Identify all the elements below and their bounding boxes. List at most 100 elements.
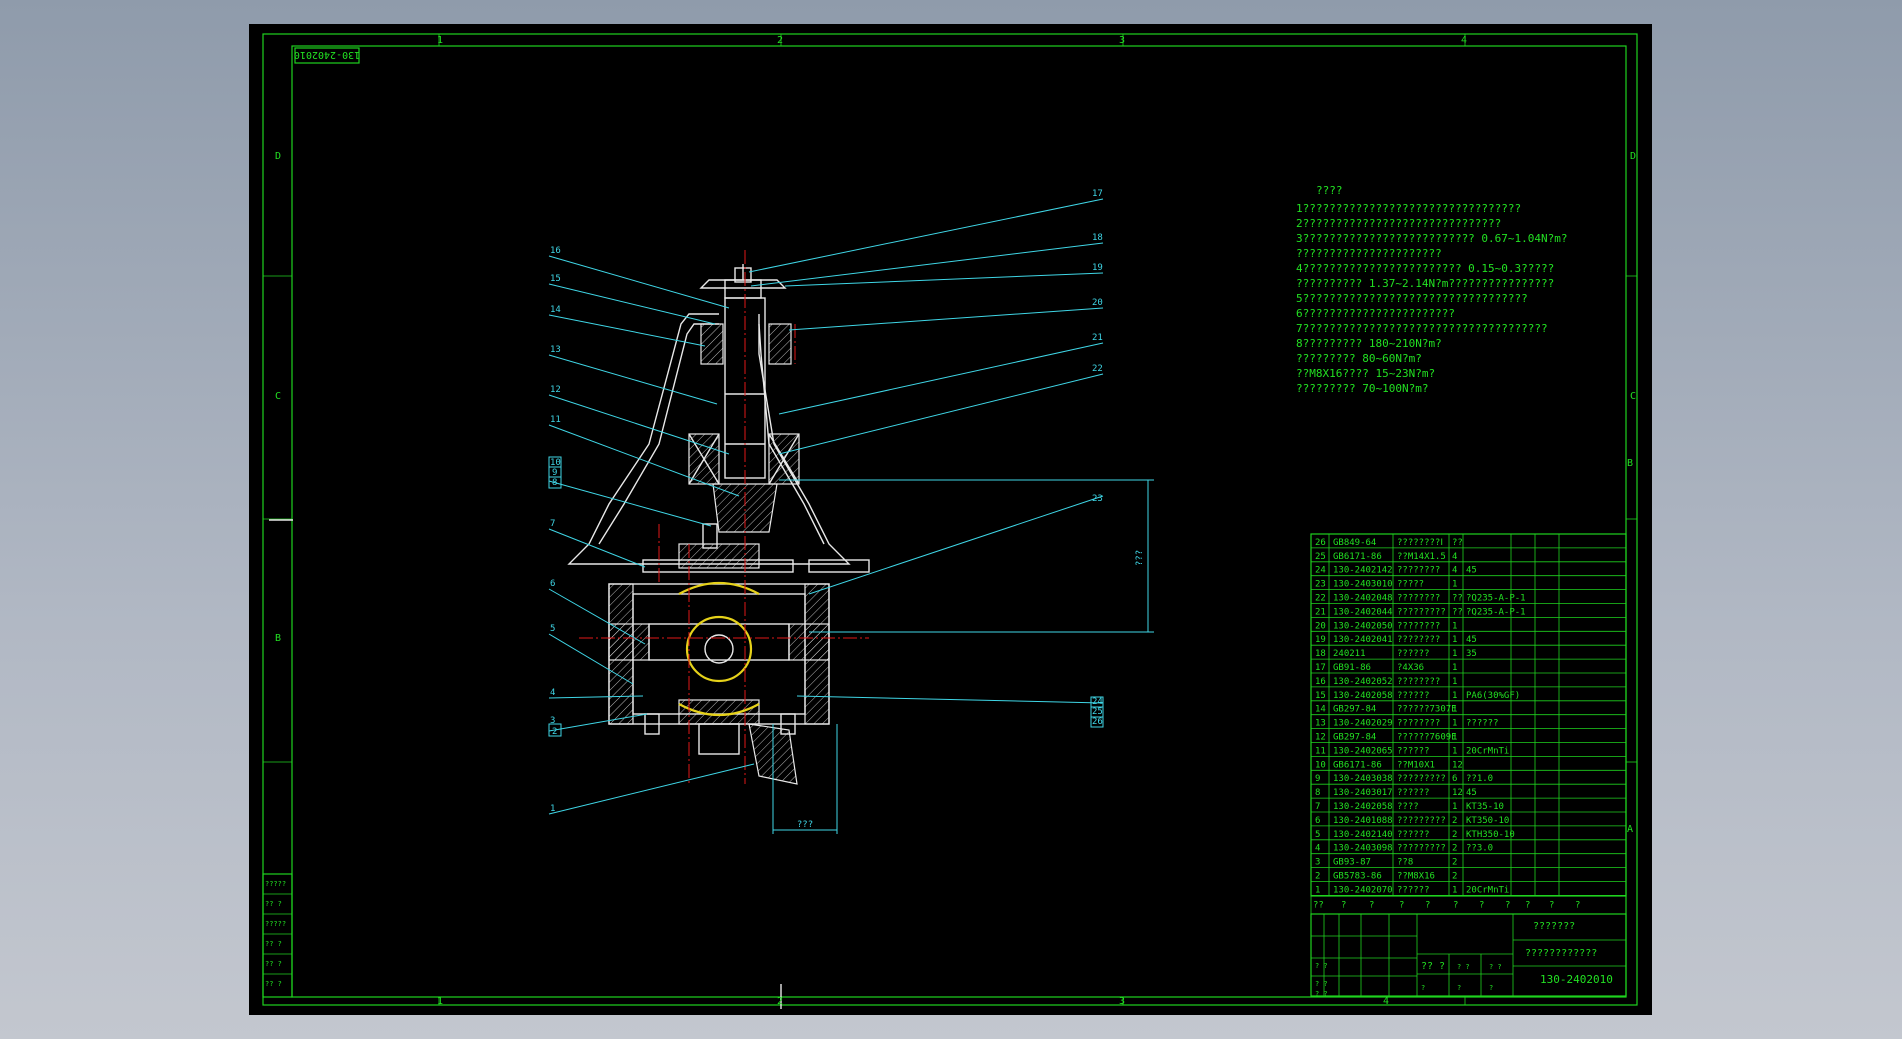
- note-line: ??M8X16???? 15~23N?m?: [1296, 367, 1435, 380]
- zone-ticks: [263, 34, 1637, 1009]
- parts-cell-no: 5: [1315, 830, 1320, 840]
- parts-cell-code: 130-2402140: [1333, 830, 1393, 840]
- parts-cell-name: ????????: [1397, 677, 1440, 687]
- parts-cell-code: GB297-84: [1333, 733, 1376, 743]
- parts-header-cell: ?: [1425, 900, 1430, 910]
- parts-cell-name: ??M10X1: [1397, 760, 1435, 770]
- note-line: ?????????? 1.37~2.14N?m????????????????: [1296, 277, 1554, 290]
- parts-cell-qty: 1: [1452, 621, 1457, 631]
- parts-cell-qty: 1: [1452, 691, 1457, 701]
- parts-cell-no: 15: [1315, 691, 1326, 701]
- parts-cell-qty: 1: [1452, 663, 1457, 673]
- parts-cell-no: 1: [1315, 885, 1320, 895]
- left-revision-strip: ????? ?? ? ????? ?? ? ?? ? ?? ?: [262, 873, 293, 998]
- dimension-bottom-text: ???: [797, 820, 813, 830]
- parts-cell-qty: ??: [1452, 594, 1463, 604]
- balloon-label: 20: [1092, 298, 1103, 308]
- technical-notes: ???? 1????????????????????????????????? …: [1296, 184, 1568, 395]
- parts-cell-material: ??1.0: [1466, 774, 1493, 784]
- balloon-label: 5: [550, 624, 555, 634]
- balloon-label: 6: [550, 579, 555, 589]
- zone-row-label: C: [275, 391, 281, 402]
- balloon-label: 15: [550, 274, 561, 284]
- parts-cell-code: 130-2402044: [1333, 607, 1393, 617]
- cad-drawing-canvas: 1 2 3 4 1 2 3 4 D C B D C B A 130-240201…: [262, 33, 1638, 1009]
- balloon-label: 8: [552, 478, 557, 488]
- parts-cell-qty: 12: [1452, 788, 1463, 798]
- strip-text: ?? ?: [265, 980, 282, 988]
- parts-cell-material: ?Q235-A-P-1: [1466, 607, 1526, 617]
- balloon-label: 2: [552, 727, 557, 737]
- zone-col-label: 4: [1461, 35, 1467, 46]
- parts-cell-material: 20CrMnTi: [1466, 885, 1509, 895]
- parts-cell-name: ?4X36: [1397, 663, 1424, 673]
- parts-cell-qty: 4: [1452, 552, 1457, 562]
- title-block: ??????? ???????????? 130-2402010 ?? ? ? …: [1310, 896, 1627, 998]
- parts-cell-qty: 2: [1452, 872, 1457, 882]
- balloon-label: 14: [550, 305, 561, 315]
- parts-cell-code: 130-2402050: [1333, 621, 1393, 631]
- title-block-drawing-number: 130-2402010: [1540, 973, 1613, 986]
- parts-cell-material: PA6(30%GF): [1466, 691, 1520, 701]
- zone-labels-top: 1 2 3 4 1 2 3 4: [437, 35, 1467, 1007]
- drawing-number-tab: 130-2402010: [294, 47, 360, 64]
- parts-cell-material: KT350-10: [1466, 816, 1509, 826]
- note-line: 1?????????????????????????????????: [1296, 202, 1521, 215]
- strip-text: ?????: [265, 880, 286, 888]
- balloon-label: 7: [550, 519, 555, 529]
- balloon-label: 16: [550, 246, 561, 256]
- parts-cell-name: ????????: [1397, 635, 1440, 645]
- balloon-label: 23: [1092, 494, 1103, 504]
- parts-cell-qty: 1: [1452, 580, 1457, 590]
- balloon-label: 19: [1092, 263, 1103, 273]
- parts-cell-name: ??????: [1397, 691, 1430, 701]
- zone-row-label: B: [1627, 458, 1633, 469]
- parts-cell-qty: 2: [1452, 816, 1457, 826]
- note-line: 5??????????????????????????????????: [1296, 292, 1528, 305]
- parts-cell-no: 11: [1315, 746, 1326, 756]
- parts-cell-name: ?????????: [1397, 774, 1446, 784]
- parts-cell-code: 130-2402041: [1333, 635, 1393, 645]
- balloon-label: 17: [1092, 189, 1103, 199]
- balloon-label: 4: [550, 688, 555, 698]
- parts-cell-no: 16: [1315, 677, 1326, 687]
- balloon-label: 9: [552, 468, 557, 478]
- balloon-label: 18: [1092, 233, 1103, 243]
- title-block-field: ?: [1489, 984, 1493, 992]
- zone-row-label: D: [275, 151, 281, 162]
- parts-cell-qty: 1: [1452, 649, 1457, 659]
- drawing-sheet: 1 2 3 4 1 2 3 4 D C B D C B A 130-240201…: [249, 24, 1652, 1015]
- title-block-title: ???????: [1533, 921, 1575, 932]
- outer-border: [262, 33, 1638, 1006]
- parts-cell-qty: 2: [1452, 830, 1457, 840]
- parts-header-cell: ?: [1549, 900, 1554, 910]
- parts-header-cell: ?: [1369, 900, 1374, 910]
- title-block-field: ?: [1421, 984, 1425, 992]
- parts-cell-material: 45: [1466, 566, 1477, 576]
- parts-cell-no: 9: [1315, 774, 1320, 784]
- title-block-scale: ?? ?: [1421, 961, 1445, 972]
- parts-cell-name: ????: [1397, 802, 1419, 812]
- title-block-field: ? ?: [1315, 962, 1328, 970]
- balloon-label: 24: [1092, 697, 1103, 707]
- parts-cell-no: 26: [1315, 538, 1326, 548]
- zone-row-label: C: [1630, 391, 1636, 402]
- parts-cell-code: 130-2403098: [1333, 844, 1393, 854]
- balloon-labels-right: 17 18 19 20 21 22 23 24 25 26: [1092, 189, 1103, 727]
- parts-cell-no: 21: [1315, 607, 1326, 617]
- parts-cell-code: 240211: [1333, 649, 1366, 659]
- zone-col-label: 2: [777, 35, 783, 46]
- parts-cell-code: 130-2402048: [1333, 594, 1393, 604]
- parts-cell-no: 12: [1315, 733, 1326, 743]
- parts-cell-material: 20CrMnTi: [1466, 746, 1509, 756]
- parts-cell-material: ?Q235-A-P-1: [1466, 594, 1526, 604]
- zone-row-label: B: [275, 633, 281, 644]
- note-line: 6???????????????????????: [1296, 307, 1455, 320]
- parts-cell-code: 130-2403017: [1333, 788, 1393, 798]
- parts-cell-no: 7: [1315, 802, 1320, 812]
- balloon-label: 25: [1092, 707, 1103, 717]
- parts-cell-qty: 2: [1452, 858, 1457, 868]
- parts-cell-no: 13: [1315, 719, 1326, 729]
- parts-cell-qty: 12: [1452, 760, 1463, 770]
